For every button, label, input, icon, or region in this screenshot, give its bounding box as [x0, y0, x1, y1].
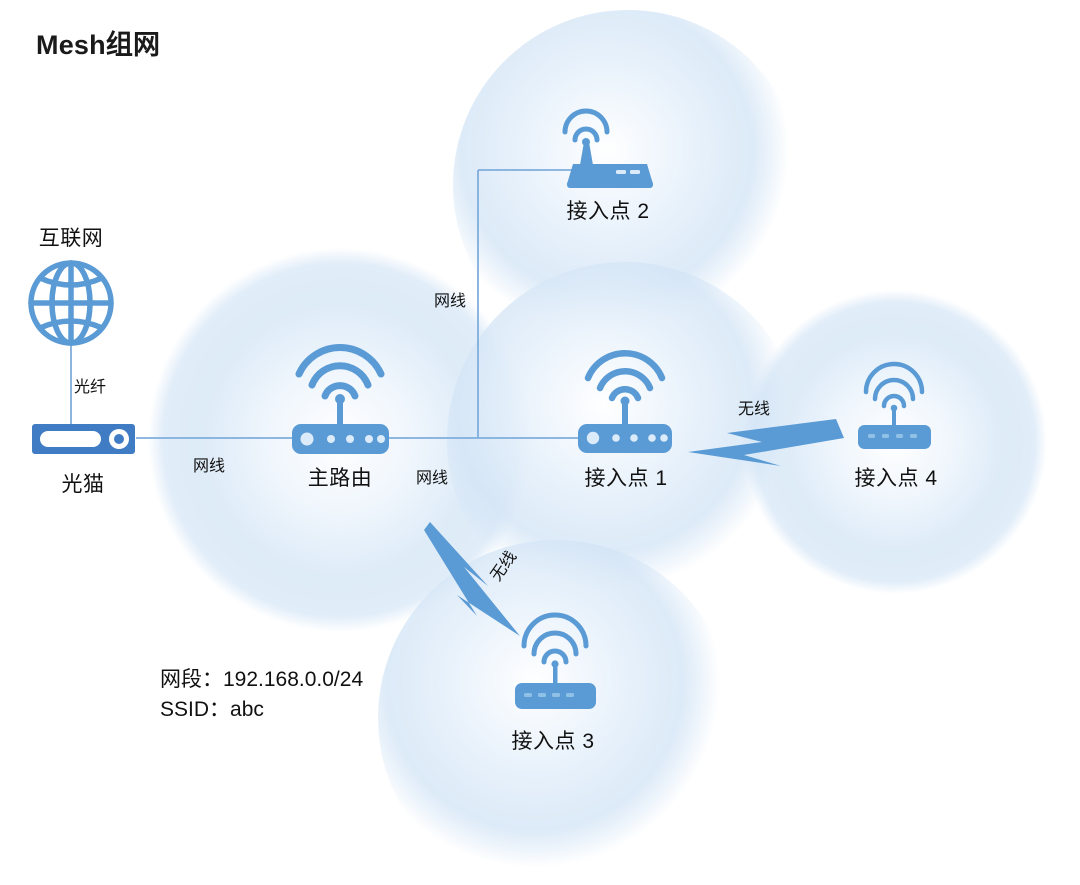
- ssid-text: SSID：abc: [160, 697, 264, 721]
- page-title: Mesh组网: [36, 30, 161, 60]
- wireless-bolt-router-ap3: [424, 522, 520, 636]
- ap3-coverage-circle: [378, 540, 734, 885]
- node-label-main-router: 主路由: [307, 467, 373, 490]
- router-flat-icon-ap2: [562, 108, 653, 188]
- router-small-icon-ap4: [858, 361, 931, 449]
- router-icon-main-router: [292, 344, 389, 454]
- router-small-icon-ap3: [515, 612, 596, 709]
- node-label-internet: 互联网: [38, 227, 104, 250]
- globe-icon: [28, 260, 114, 346]
- node-label-ap1: 接入点 1: [584, 467, 668, 490]
- link-label-ap1-to-ap4: 无线: [737, 401, 771, 418]
- node-label-ap2: 接入点 2: [566, 200, 650, 223]
- wireless-bolt-ap1-ap4: [688, 419, 844, 466]
- modem-icon: [32, 424, 135, 454]
- router-icon-ap1: [578, 349, 672, 453]
- link-label-router-to-ap1: 网线: [415, 470, 449, 487]
- node-label-modem: 光猫: [61, 473, 105, 496]
- node-label-ap3: 接入点 3: [511, 730, 595, 753]
- link-label-fiber: 光纤: [73, 379, 107, 396]
- link-label-modem-to-router: 网线: [192, 458, 226, 475]
- link-label-router-to-ap2: 网线: [433, 293, 467, 310]
- node-label-ap4: 接入点 4: [854, 467, 938, 490]
- wired-links: [70, 169, 578, 439]
- subnet-text: 网段：192.168.0.0/24: [160, 668, 364, 691]
- network-info-block: 网段：192.168.0.0/24 SSID：abc: [160, 665, 363, 725]
